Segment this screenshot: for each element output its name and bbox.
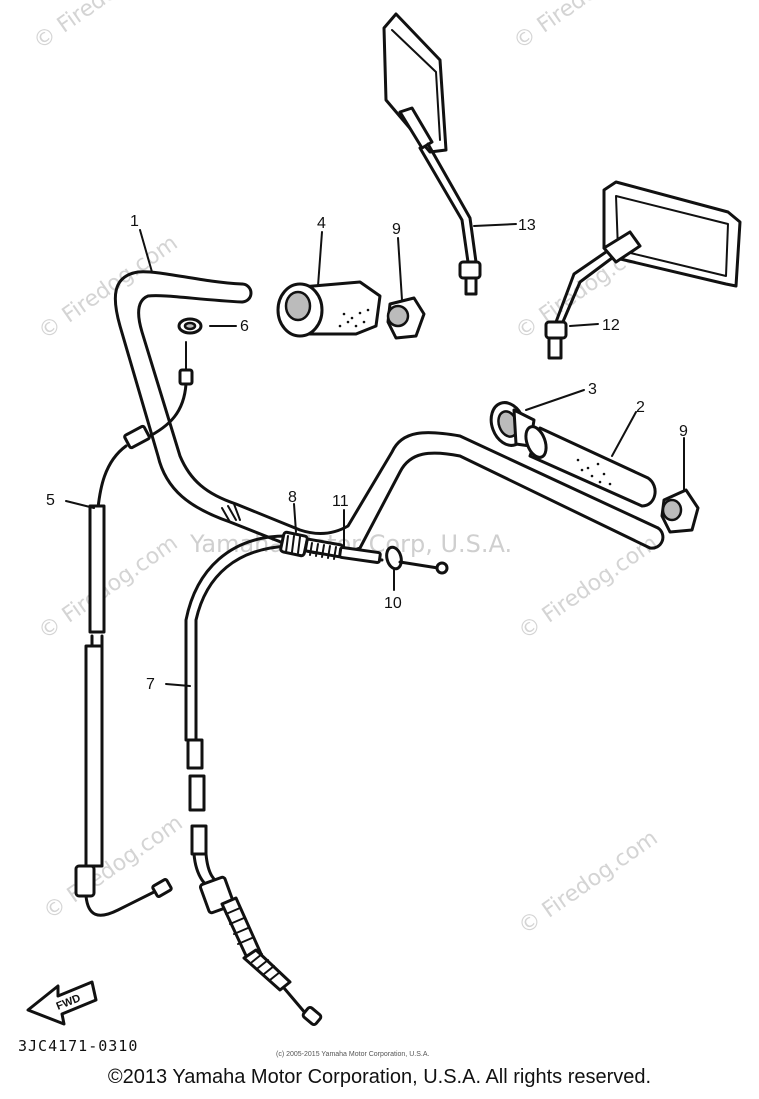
- callout-7: 7: [146, 676, 155, 693]
- callout-8: 8: [288, 489, 297, 506]
- part-9-end-cap: [660, 488, 700, 534]
- callout-12: 12: [602, 317, 620, 334]
- footer-copyright: ©2013 Yamaha Motor Corporation, U.S.A. A…: [107, 1066, 652, 1088]
- watermark: © Firedog.com: [509, 0, 657, 55]
- callout-9: 9: [392, 221, 401, 238]
- watermark: © Firedog.com: [29, 0, 177, 55]
- part-7-clutch-cable: [184, 534, 323, 1027]
- part-13-mirror: [382, 12, 482, 296]
- part-4-throttle-grip: [276, 280, 382, 338]
- part-6-clip: [177, 317, 203, 335]
- small-copyright: (c) 2005-2015 Yamaha Motor Corporation, …: [276, 1051, 429, 1058]
- watermark: © Firedog.com: [514, 826, 662, 940]
- watermark: © Firedog.com: [34, 531, 182, 645]
- callout-11: 11: [332, 493, 349, 510]
- part-2-grip: [524, 425, 657, 508]
- callout-5: 5: [46, 492, 55, 509]
- callout-13: 13: [518, 217, 536, 234]
- fwd-arrow: FWD: [26, 980, 98, 1026]
- callout-1: 1: [130, 213, 139, 230]
- leader-lines: [65, 223, 685, 687]
- watermark: © Firedog.com: [39, 811, 187, 925]
- part-12-mirror: [544, 180, 742, 360]
- watermark: © Firedog.com: [34, 231, 182, 345]
- diagram-part-code: 3JC4171-0310: [18, 1037, 138, 1055]
- callout-2: 2: [636, 399, 645, 416]
- part-10-locknut: [385, 545, 449, 575]
- callout-10: 10: [384, 595, 402, 612]
- callout-numbers: 1 4 9 6 5 7 8 11 10 13 12 3 2 9: [46, 213, 688, 693]
- part-8-adjuster: [279, 530, 309, 558]
- part-5-throttle-cable: [74, 341, 194, 917]
- callout-3: 3: [588, 381, 597, 398]
- part-11-adjuster-bolt: [304, 537, 384, 564]
- watermark: © Firedog.com: [514, 531, 662, 645]
- callout-4: 4: [317, 215, 326, 232]
- callout-9: 9: [679, 423, 688, 440]
- part-9-end-cap: [386, 296, 426, 340]
- callout-6: 6: [240, 318, 249, 335]
